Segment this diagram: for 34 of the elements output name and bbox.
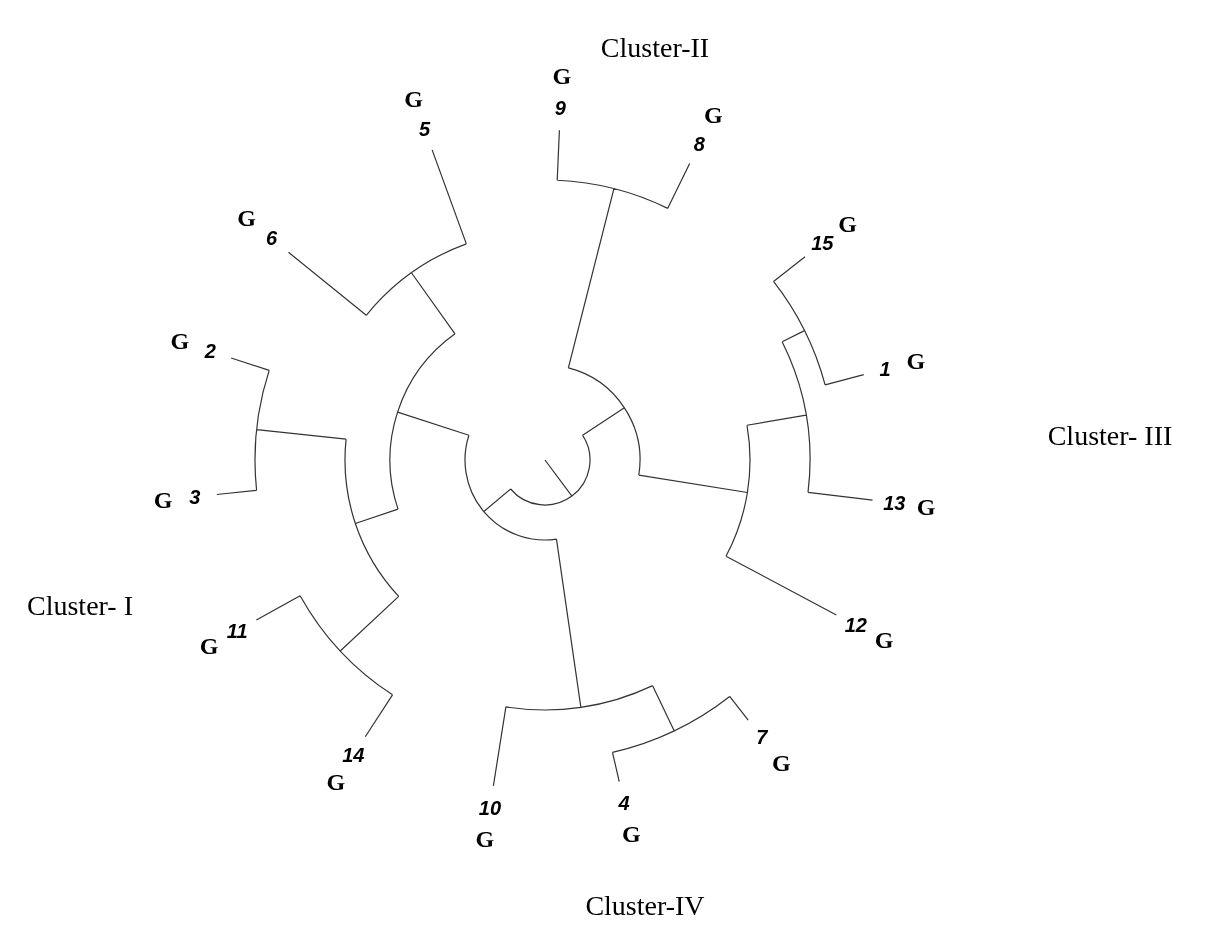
- cluster-label: Cluster- III: [1047, 422, 1173, 450]
- leaf-label: G: [916, 494, 936, 519]
- leaf-label: G: [838, 211, 857, 236]
- cluster-label: Cluster-IV: [585, 892, 705, 920]
- leaf-label: 15: [811, 233, 834, 254]
- leaf-label: G: [326, 770, 346, 795]
- leaf-label: 11: [226, 620, 248, 641]
- cluster-label: Cluster- I: [27, 592, 133, 620]
- leaf-label: G: [552, 64, 572, 89]
- leaf-label: 3: [189, 486, 201, 507]
- leaf-label: 7: [756, 727, 768, 748]
- leaf-label: 1: [879, 358, 891, 379]
- leaf-label: 4: [618, 792, 630, 813]
- leaf-label: G: [199, 634, 219, 659]
- leaf-label: G: [704, 102, 723, 127]
- leaf-label: G: [237, 206, 256, 231]
- leaf-label: G: [153, 488, 173, 513]
- leaf-label: G: [622, 822, 641, 847]
- leaf-label: 5: [419, 119, 431, 140]
- leaf-label: 8: [693, 133, 705, 154]
- leaf-label: G: [475, 827, 495, 852]
- leaf-label: 12: [844, 615, 867, 636]
- leaf-label: 10: [478, 797, 502, 818]
- leaf-label: 13: [883, 492, 906, 513]
- cluster-label: Cluster-II: [600, 34, 710, 62]
- leaf-label: G: [772, 750, 791, 775]
- leaf-label: 9: [554, 98, 566, 119]
- leaf-label: 6: [265, 228, 277, 249]
- leaf-label: 2: [204, 341, 216, 362]
- leaf-label: 14: [342, 745, 365, 766]
- leaf-label: G: [404, 87, 423, 112]
- leaf-label: G: [906, 348, 926, 373]
- leaf-label: G: [874, 628, 894, 653]
- leaf-label: G: [170, 329, 190, 354]
